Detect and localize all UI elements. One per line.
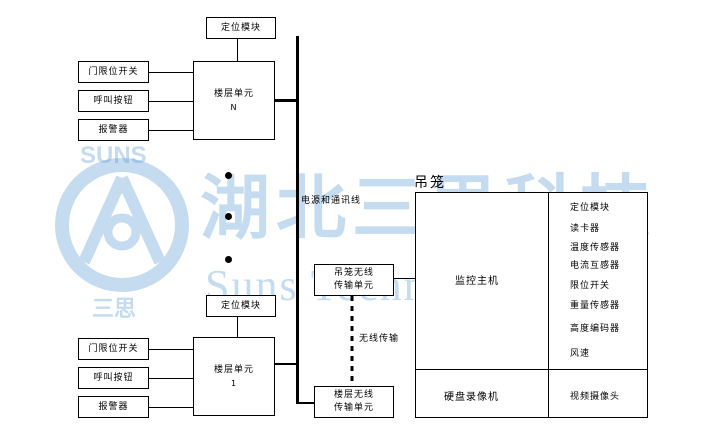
sensor-item: 定位模块 [570,203,611,213]
positioning-module-n: 定位模块 [206,17,276,39]
cage-container [415,192,648,418]
sensor-item: 高度编码器 [570,324,621,334]
monitor-host: 监控主机 [455,276,499,287]
bus-to-unit-1 [274,363,298,365]
floor-unit-title: 楼层单元 [213,88,254,99]
main-bus-line [296,36,299,404]
floor-unit-index: 1 [230,378,238,388]
ellipsis-dot [225,256,232,263]
door-limit-switch-1: 门限位开关 [78,338,149,360]
alarm-n: 报警器 [78,119,149,141]
bus-to-floor-wireless [296,402,314,404]
cage-wireless-line1: 吊笼无线 [333,268,374,278]
positioning-module-1: 定位模块 [206,295,276,317]
logo-text: SUNS [80,142,147,169]
pos-n-connector [237,38,238,62]
floor-wireless-unit: 楼层无线 传输单元 [314,386,394,418]
sensor-item: 电流互感器 [570,261,621,271]
floor-unit-index: N [230,102,238,112]
call-1-connector [148,378,193,379]
ellipsis-dot [225,172,232,179]
call-button-n: 呼叫按钮 [78,90,149,112]
cage-wireless-line2: 传输单元 [333,281,374,291]
cage-horizontal-divider [415,369,648,370]
floor-unit-title: 楼层单元 [213,364,254,375]
bus-to-unit-n [274,99,298,102]
floor-unit-n: 楼层单元 N [193,61,275,140]
hdd-recorder: 硬盘录像机 [444,392,499,403]
door-n-connector [148,72,193,73]
cage-wireless-connector [393,278,415,279]
wireless-dashed-line [350,296,354,384]
sensor-item: 读卡器 [570,224,601,234]
sensor-item: 风速 [570,349,591,359]
alarm-1-connector [148,407,193,408]
sensor-item: 限位开关 [570,281,611,291]
bus-label: 电源和通讯线 [301,196,362,206]
sensor-item: 重量传感器 [570,301,621,311]
door-limit-switch-n: 门限位开关 [78,61,149,83]
suns-logo [55,158,189,292]
alarm-n-connector [148,130,193,131]
video-camera: 视频摄像头 [570,392,621,402]
door-1-connector [148,349,193,350]
alarm-1: 报警器 [78,396,149,418]
call-n-connector [148,101,193,102]
sensor-item: 温度传感器 [570,243,621,253]
cage-vertical-divider [548,192,549,418]
ellipsis-dot [225,213,232,220]
cage-wireless-unit: 吊笼无线 传输单元 [314,264,394,296]
pos-1-connector [237,317,238,337]
floor-unit-1: 楼层单元 1 [193,337,275,416]
floor-wireless-line2: 传输单元 [333,403,374,413]
logo-cn: 三思 [92,297,136,322]
cage-title: 吊笼 [414,175,446,191]
wireless-label: 无线传输 [359,334,400,344]
call-button-1: 呼叫按钮 [78,367,149,389]
floor-wireless-line1: 楼层无线 [333,390,374,400]
